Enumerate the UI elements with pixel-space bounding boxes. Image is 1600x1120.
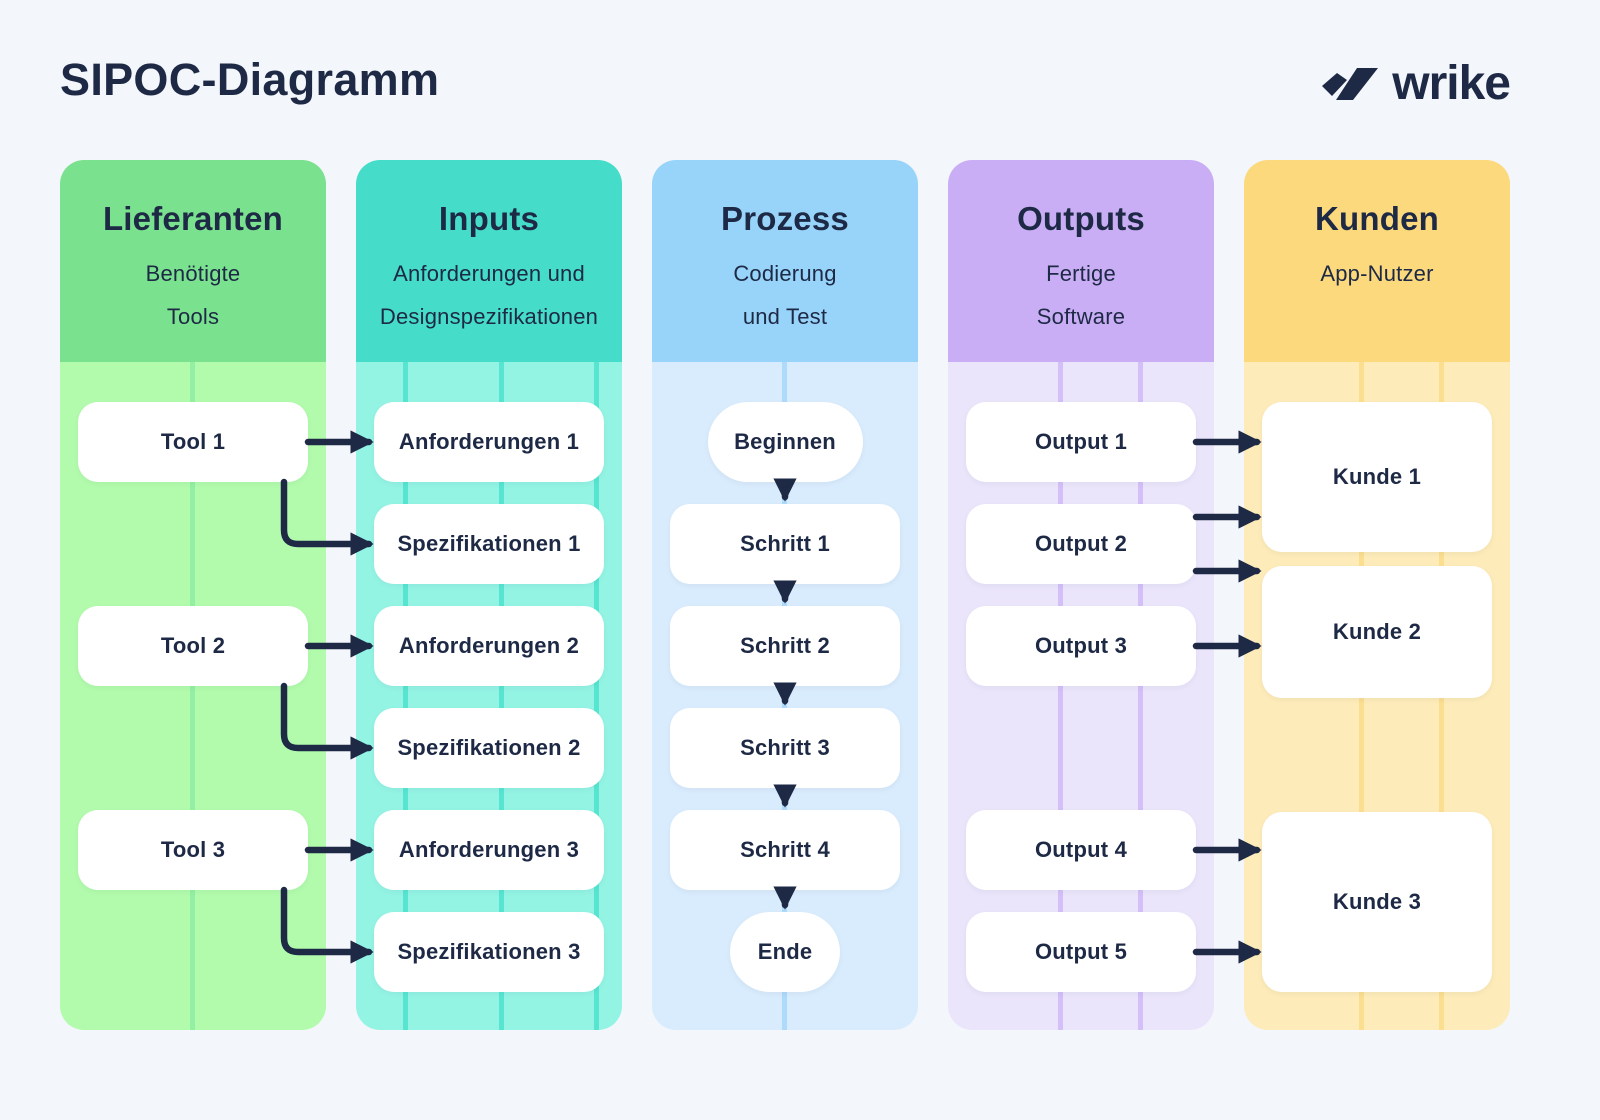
wrike-logo: wrike <box>1320 57 1511 110</box>
column-subtitle-line: und Test <box>742 304 828 329</box>
node-schritt3: Schritt 3 <box>670 708 900 788</box>
lane-divider <box>1138 362 1143 1030</box>
column-title: Outputs <box>1017 200 1145 237</box>
column-subtitle: Codierung und Test <box>652 252 918 338</box>
column-subtitle-line: Tools <box>166 304 220 329</box>
column-subtitle-line: Anforderungen und <box>393 261 585 286</box>
lane-divider <box>403 362 408 1030</box>
node-tool1: Tool 1 <box>78 402 308 482</box>
node-beginnen: Beginnen <box>707 402 863 482</box>
node-tool2: Tool 2 <box>78 606 308 686</box>
column-subtitle-line: Fertige <box>1046 261 1116 286</box>
node-output1: Output 1 <box>966 402 1196 482</box>
node-schritt1: Schritt 1 <box>670 504 900 584</box>
node-kunde1: Kunde 1 <box>1262 402 1492 552</box>
node-output3: Output 3 <box>966 606 1196 686</box>
wrike-double-check-icon <box>1322 68 1379 100</box>
column-subtitle-line: Designspezifikationen <box>379 304 599 329</box>
lane-divider <box>499 362 504 1030</box>
node-anforderungen2: Anforderungen 2 <box>374 606 604 686</box>
node-anforderungen3: Anforderungen 3 <box>374 810 604 890</box>
lane-divider <box>1058 362 1063 1030</box>
column-title: Lieferanten <box>102 200 284 237</box>
column-title: Kunden <box>1314 200 1439 237</box>
node-schritt2: Schritt 2 <box>670 606 900 686</box>
node-kunde2: Kunde 2 <box>1262 566 1492 698</box>
wrike-logo-text: wrike <box>1392 57 1511 110</box>
column-title: Prozess <box>721 200 849 237</box>
node-kunde3: Kunde 3 <box>1262 812 1492 992</box>
column-subtitle-line: Software <box>1036 304 1126 329</box>
node-output4: Output 4 <box>966 810 1196 890</box>
node-schritt4: Schritt 4 <box>670 810 900 890</box>
node-tool3: Tool 3 <box>78 810 308 890</box>
node-spezifikationen1: Spezifikationen 1 <box>374 504 604 584</box>
column-subtitle-line: Codierung <box>733 261 837 286</box>
node-ende: Ende <box>730 912 840 992</box>
page-title: SIPOC-Diagramm <box>60 54 440 105</box>
node-output2: Output 2 <box>966 504 1196 584</box>
node-spezifikationen2: Spezifikationen 2 <box>374 708 604 788</box>
lane-divider <box>594 362 599 1030</box>
lane-divider <box>190 362 195 1030</box>
node-spezifikationen3: Spezifikationen 3 <box>374 912 604 992</box>
column-subtitle-line: App-Nutzer <box>1320 261 1434 286</box>
column-subtitle: App-Nutzer <box>1244 252 1510 295</box>
node-anforderungen1: Anforderungen 1 <box>374 402 604 482</box>
node-output5: Output 5 <box>966 912 1196 992</box>
column-subtitle-line: Benötigte <box>145 261 241 286</box>
column-title: Inputs <box>438 200 540 237</box>
